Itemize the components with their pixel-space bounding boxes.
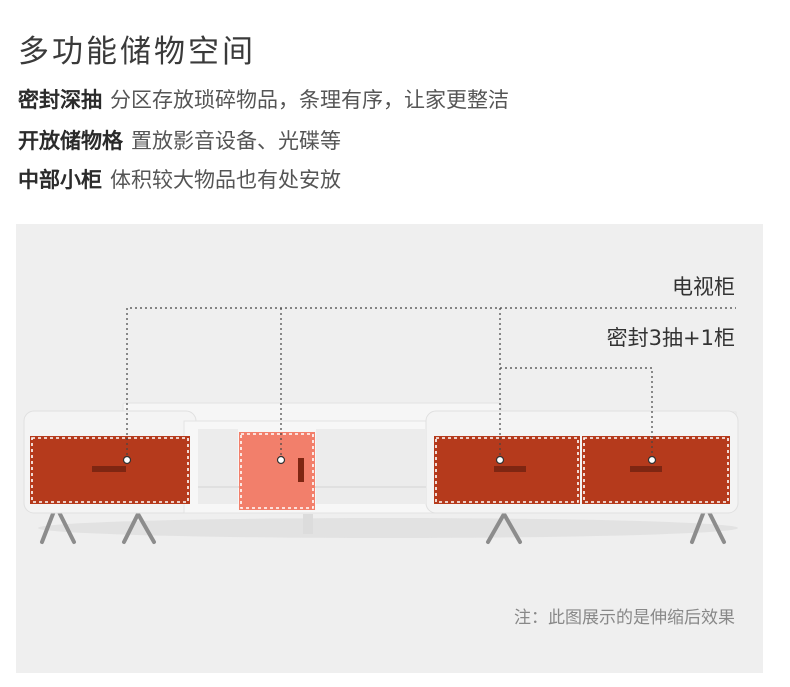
leader-point (122, 455, 132, 465)
leader-line (126, 307, 736, 460)
drawer-handle (494, 466, 526, 472)
leader-point (647, 455, 657, 465)
product-spec-label: 密封3抽+1柜 (606, 326, 735, 350)
feature-line-drawers: 密封深抽分区存放琐碎物品，条理有序，让家更整洁 (18, 84, 509, 114)
highlight-border (240, 433, 314, 509)
open-shelf-right (316, 429, 426, 504)
drawer-handle (92, 466, 126, 472)
leg (122, 512, 156, 544)
feature-key: 密封深抽 (18, 88, 102, 112)
drawer-handle (630, 466, 662, 472)
center-leg (303, 514, 313, 534)
feature-key: 开放储物格 (18, 129, 123, 153)
display-note: 注：此图展示的是伸缩后效果 (514, 608, 735, 628)
highlight-border (31, 437, 189, 503)
open-shelf-left (198, 429, 238, 504)
feature-desc: 置放影音设备、光碟等 (131, 129, 341, 153)
feature-line-open-shelf: 开放储物格置放影音设备、光碟等 (18, 125, 341, 155)
feature-desc: 体积较大物品也有处安放 (110, 168, 341, 192)
product-illustration-panel: 电视柜 密封3抽+1柜 (16, 224, 763, 673)
page-title: 多功能储物空间 (18, 34, 256, 70)
feature-key: 中部小柜 (18, 168, 102, 192)
highlight-border (435, 437, 579, 503)
cabinet-handle (298, 458, 304, 482)
leader-point (276, 455, 286, 465)
leader-points (122, 455, 657, 465)
floor-shadow (38, 518, 738, 538)
leg (486, 512, 522, 544)
leader-line (500, 367, 653, 460)
feature-line-cabinet: 中部小柜体积较大物品也有处安放 (18, 164, 341, 194)
leader-point (495, 455, 505, 465)
leader-lines (126, 307, 736, 460)
product-name-label: 电视柜 (672, 275, 735, 299)
highlight-borders (31, 433, 729, 509)
feature-desc: 分区存放琐碎物品，条理有序，让家更整洁 (110, 88, 509, 112)
highlight-border (583, 437, 729, 503)
tv-cabinet-illustration (23, 307, 739, 544)
